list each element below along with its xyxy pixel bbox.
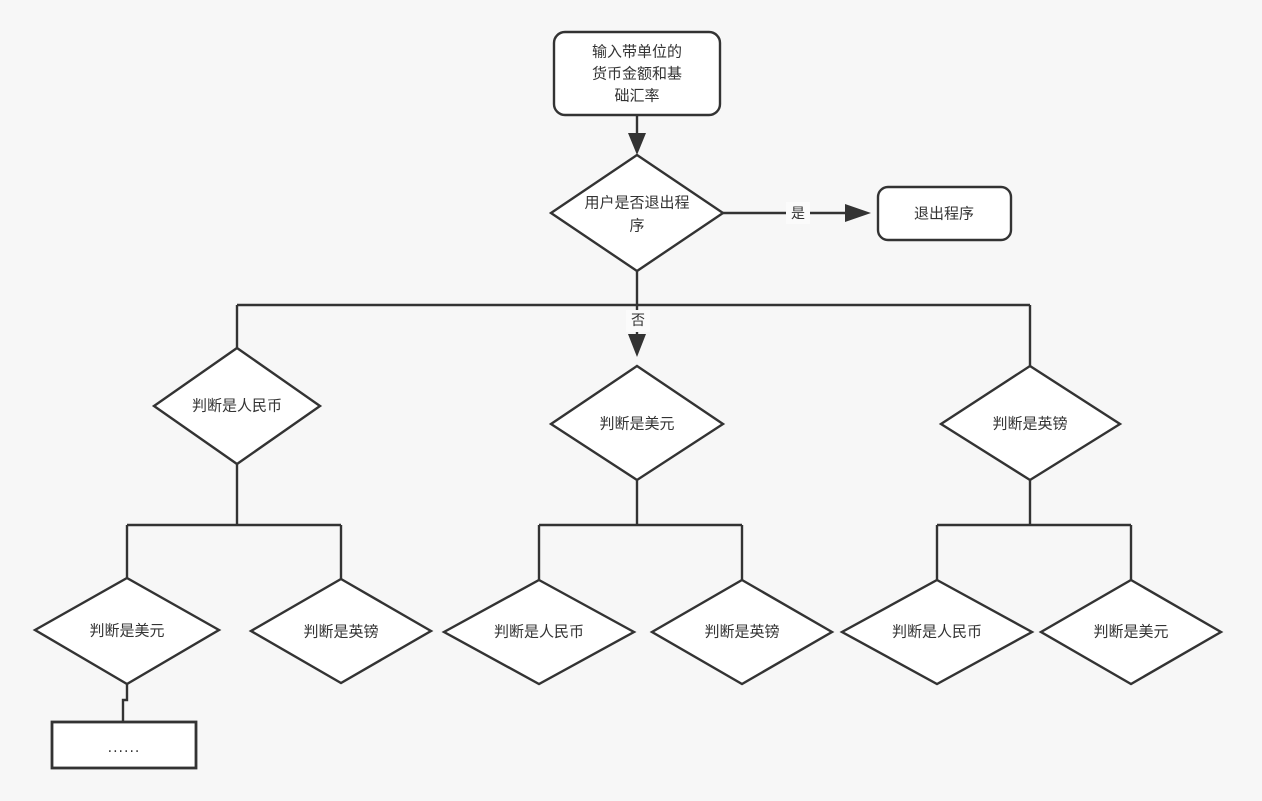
arrowhead-decision-to-exit [845,204,871,222]
node-decision-exit-label-line2: 序 [629,217,644,235]
node-usd-to-cny-shape [441,578,637,686]
node-cny-to-gbp[interactable]: 判断是英镑 [248,577,434,685]
node-usd-to-cny[interactable]: 判断是人民币 [441,578,637,686]
node-cny-to-usd-shape [32,576,222,686]
node-decision-exit-shape [548,153,726,273]
edge-label-yes: 是 [786,202,810,224]
node-exit-program-shape [876,185,1013,242]
node-branch-gbp-shape [938,364,1123,482]
node-ellipsis-shape [50,720,198,770]
node-cny-to-usd[interactable]: 判断是美元 [32,576,222,686]
node-gbp-to-cny-label: 判断是人民币 [892,623,982,641]
edge-label-no: 否 [626,310,650,332]
node-cny-to-gbp-shape [248,577,434,685]
node-branch-cny[interactable]: 判断是人民币 [151,346,323,466]
node-gbp-to-usd-label: 判断是美元 [1093,623,1168,641]
node-decision-exit[interactable]: 用户是否退出程 序 [548,153,726,273]
node-input-label-line1: 输入带单位的 [592,43,682,61]
node-branch-gbp-label: 判断是英镑 [992,415,1067,433]
node-input-label-line3: 础汇率 [614,87,659,105]
node-ellipsis-label: ...... [108,740,141,756]
node-gbp-to-cny-shape [839,578,1035,686]
edge-label-no-chip [626,310,650,332]
edge-layer [121,115,1133,722]
node-input-shape [552,30,722,117]
node-branch-cny-label: 判断是人民币 [192,397,282,415]
node-exit-program[interactable]: 退出程序 [876,185,1013,242]
node-usd-to-cny-label: 判断是人民币 [494,623,584,641]
node-branch-usd[interactable]: 判断是美元 [548,364,726,482]
edge-cny-usd-to-ellipsis [121,682,129,722]
node-ellipsis[interactable]: ...... [50,720,198,770]
node-exit-program-label: 退出程序 [914,205,974,223]
arrowhead-bar-to-branch-usd [628,334,646,357]
node-gbp-to-usd[interactable]: 判断是美元 [1038,578,1224,686]
node-usd-to-gbp[interactable]: 判断是英镑 [649,578,835,686]
node-cny-to-usd-label: 判断是美元 [89,622,164,640]
node-branch-gbp[interactable]: 判断是英镑 [938,364,1123,482]
node-usd-to-gbp-shape [649,578,835,686]
node-gbp-to-cny[interactable]: 判断是人民币 [839,578,1035,686]
node-usd-to-gbp-label: 判断是英镑 [704,623,779,641]
node-decision-exit-label-line1: 用户是否退出程 [584,194,689,212]
edge-label-yes-chip [786,202,810,224]
node-cny-to-gbp-label: 判断是英镑 [303,623,378,641]
node-input-label-line2: 货币金额和基 [592,65,682,83]
arrowhead-input-to-decision [628,133,646,155]
edge-label-no-text: 否 [631,313,645,329]
node-gbp-to-usd-shape [1038,578,1224,686]
node-branch-usd-shape [548,364,726,482]
node-branch-usd-label: 判断是美元 [599,415,674,433]
node-branch-cny-shape [151,346,323,466]
node-input[interactable]: 输入带单位的 货币金额和基 础汇率 [552,30,722,117]
edge-label-yes-text: 是 [791,206,805,222]
